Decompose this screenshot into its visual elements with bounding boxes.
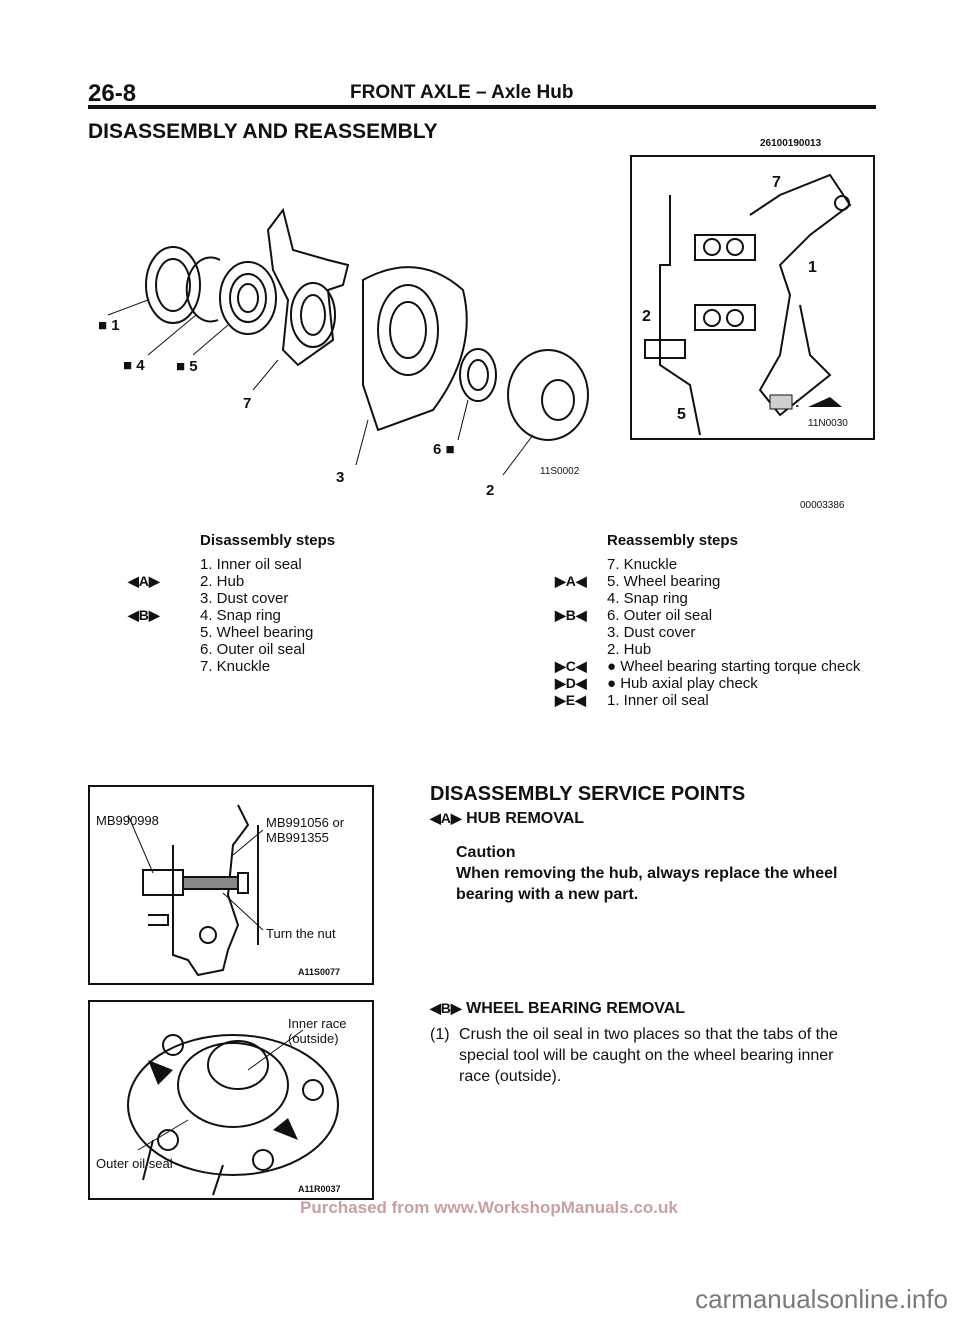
disassembly-step: 4. Snap ring [200,607,281,624]
hub-removal-label: HUB REMOVAL [466,810,585,827]
reassembly-list: 7. Knuckle 5. Wheel bearing 4. Snap ring… [607,556,860,709]
hub-figure: Inner race (outside) Outer oil seal A11R… [88,1000,374,1200]
inset-callout-2: 2 [642,308,651,325]
service-mark-a: ◀A▶ [128,573,160,589]
reassembly-step: ● Hub axial play check [607,675,758,692]
bearing-inset-figure: 7 1 2 5 : [630,155,875,440]
reassembly-step: ● Wheel bearing starting torque check [607,658,861,675]
wheel-bearing-removal-heading: ◀B▶ WHEEL BEARING REMOVAL [430,1000,685,1018]
wheel-bearing-label: WHEEL BEARING REMOVAL [466,1000,686,1017]
reassembly-mark-c: ▶C◀ [555,658,587,674]
inset-callout-1: 1 [808,259,817,276]
special-tool-figure: MB990998 MB991056 or MB991355 Turn the n… [88,785,374,985]
caution-heading: Caution [456,844,516,861]
disassembly-heading: Disassembly steps [200,532,336,549]
callout-1: ■ 1 [98,317,120,334]
footer-watermark: carmanualsonline.info [695,1284,948,1314]
svg-text::: : [795,394,800,410]
step-line-2: special tool will be caught on the wheel… [459,1047,834,1064]
inset-figure-code: 11N0030 [808,418,848,429]
disassembly-step: 7. Knuckle [200,658,271,675]
reassembly-mark-b: ▶B◀ [555,607,587,623]
disassembly-step: 6. Outer oil seal [200,641,306,658]
tool-label-left: MB990998 [96,813,159,828]
inset-callout-5: 5 [677,406,686,423]
reassembly-heading: Reassembly steps [607,532,738,549]
reassembly-mark-e: ▶E◀ [555,692,586,708]
watermark-text: Purchased from www.WorkshopManuals.co.uk [300,1198,678,1217]
callout-2: 2 [486,482,494,499]
tool-label-right-2: MB991355 [266,830,329,845]
hub-label-outer: Outer oil seal [96,1156,173,1171]
reassembly-step: 4. Snap ring [607,590,688,607]
reassembly-step: 6. Outer oil seal [607,607,713,624]
reassembly-step: 1. Inner oil seal [607,692,709,709]
callout-4: ■ 4 [123,357,145,374]
doc-code: 26100190013 [760,138,822,149]
main-figure-code: 11S0002 [540,466,580,477]
reassembly-step: 3. Dust cover [607,624,696,641]
main-figure-code-bottom: 00003386 [800,500,845,511]
reassembly-step: 5. Wheel bearing [607,573,721,590]
reassembly-mark-d: ▶D◀ [555,675,587,691]
disassembly-step: 1. Inner oil seal [200,556,302,573]
disassembly-step: 3. Dust cover [200,590,289,607]
hub-removal-mark: ◀A▶ [430,810,462,826]
page-number: 26-8 [88,80,137,107]
disassembly-step: 5. Wheel bearing [200,624,314,641]
wheel-bearing-mark: ◀B▶ [430,1000,462,1016]
step-line-3: race (outside). [459,1068,562,1085]
hub-removal-heading: ◀A▶ HUB REMOVAL [430,810,584,828]
section-title: DISASSEMBLY AND REASSEMBLY [88,120,438,143]
callout-6: 6 ■ [433,441,455,458]
reassembly-step: 7. Knuckle [607,556,678,573]
tool-label-right-1: MB991056 or [266,815,345,830]
disassembly-list: 1. Inner oil seal 2. Hub 3. Dust cover 4… [200,556,313,675]
callout-5: ■ 5 [176,358,198,375]
step-number: (1) [430,1026,450,1043]
disassembly-step: 2. Hub [200,573,245,590]
hub-label-inner-2: (outside) [288,1031,339,1046]
service-points-title: DISASSEMBLY SERVICE POINTS [430,783,746,805]
reassembly-mark-a: ▶A◀ [555,573,587,589]
callout-3: 3 [336,469,344,486]
hub-label-inner-1: Inner race [288,1016,347,1031]
hub-figure-code: A11R0037 [298,1184,341,1194]
reassembly-step: 2. Hub [607,641,652,658]
page-title: FRONT AXLE – Axle Hub [350,82,574,103]
caution-line-2: bearing with a new part. [456,886,639,903]
tool-figure-code: A11S0077 [298,967,340,977]
inset-callout-7: 7 [772,174,781,191]
header-rule [88,105,876,109]
exploded-view-figure: ■ 1 ■ 4 ■ 5 7 3 6 ■ 2 [98,207,589,499]
caution-line-1: When removing the hub, always replace th… [456,865,838,882]
step-line-1: Crush the oil seal in two places so that… [459,1026,838,1043]
callout-7: 7 [243,395,251,412]
tool-label-nut: Turn the nut [266,926,336,941]
service-mark-b: ◀B▶ [128,607,160,623]
